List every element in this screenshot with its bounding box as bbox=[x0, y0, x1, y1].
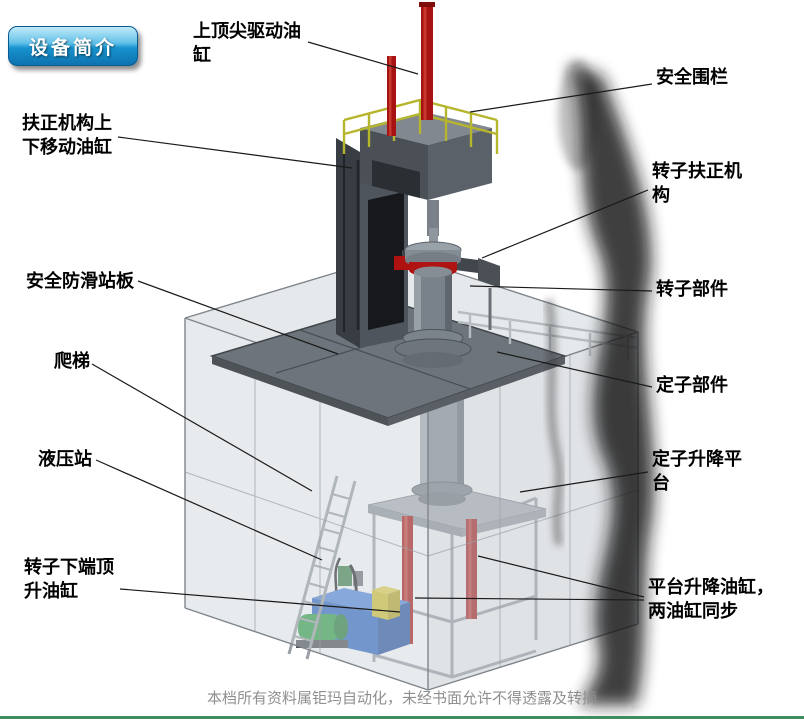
callout-ladder: 爬梯 bbox=[54, 351, 90, 371]
bottom-accent-line bbox=[0, 716, 804, 719]
anti-slip-platform bbox=[209, 301, 568, 426]
callout-hydraulic-station: 液压站 bbox=[38, 449, 92, 469]
press-column bbox=[336, 138, 408, 348]
rotor-assembly bbox=[394, 228, 472, 368]
callout-stator-lift-platform: 定子升降平台 bbox=[652, 449, 742, 493]
callout-stator-part: 定子部件 bbox=[656, 375, 728, 395]
callout-platform-lift-cylinders: 平台升降油缸，两油缸同步 bbox=[648, 577, 774, 621]
watermark-text: 本档所有资料属钜玛自动化，未经书面允许不得透露及转摘 bbox=[206, 690, 597, 707]
callout-centering-move-cylinder: 扶正机构上下移动油缸 bbox=[22, 113, 112, 157]
callout-top-spindle-cylinder: 上顶尖驱动油缸 bbox=[193, 21, 301, 65]
callout-rotor-bottom-jack-cylinder: 转子下端顶升油缸 bbox=[24, 557, 114, 601]
callout-safety-fence: 安全围栏 bbox=[656, 67, 728, 87]
callout-rotor-centering-mechanism: 转子扶正机构 bbox=[652, 161, 742, 205]
callout-rotor-part: 转子部件 bbox=[656, 279, 728, 299]
title-badge: 设备简介 bbox=[8, 26, 138, 66]
callout-anti-slip-platform: 安全防滑站板 bbox=[26, 271, 134, 291]
smoke-smudge bbox=[545, 60, 655, 705]
leader-lines bbox=[91, 41, 653, 613]
top-spindle-cylinder bbox=[387, 2, 435, 136]
